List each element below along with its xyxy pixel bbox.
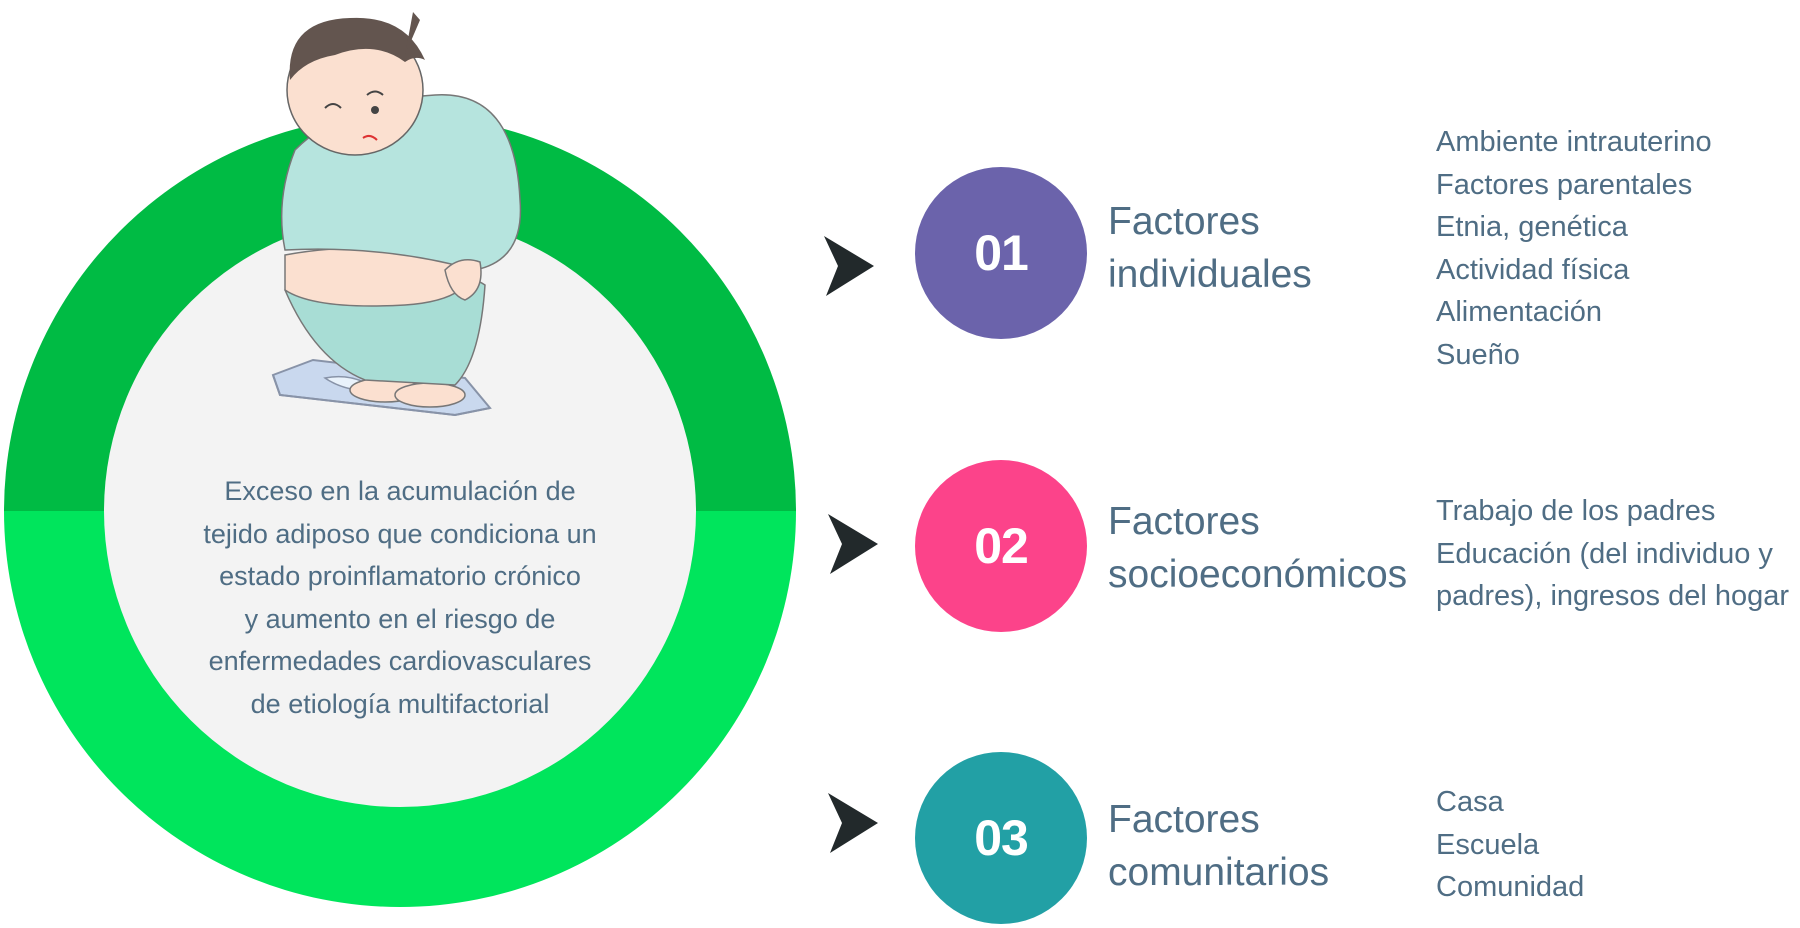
factor-number-badge: 02 bbox=[915, 460, 1087, 632]
factor-title-line: socioeconómicos bbox=[1108, 553, 1408, 596]
arrow-right-icon bbox=[828, 793, 878, 853]
factor-title-line: comunitarios bbox=[1108, 851, 1330, 894]
list-item: Actividad física bbox=[1436, 253, 1630, 286]
list-item: padres), ingresos del hogar bbox=[1436, 580, 1790, 612]
factor-title-line: individuales bbox=[1108, 253, 1312, 296]
list-item: Comunidad bbox=[1436, 871, 1585, 903]
list-item: Ambiente intrauterino bbox=[1436, 126, 1712, 158]
factor-number-badge: 03 bbox=[915, 752, 1087, 924]
factor-title: Factores socioeconómicos bbox=[1108, 495, 1407, 601]
definition-line: de etiología multifactorial bbox=[250, 688, 550, 719]
arrow-right-icon bbox=[828, 514, 878, 574]
definition-line: y aumento en el riesgo de bbox=[244, 603, 556, 634]
factor-items-list: Trabajo de los padres Educación (del ind… bbox=[1436, 490, 1789, 618]
factor-items-list: Casa Escuela Comunidad bbox=[1436, 781, 1584, 909]
definition-line: Exceso en la acumulación de bbox=[224, 476, 576, 506]
definition-line: tejido adiposo que condiciona un bbox=[203, 518, 597, 549]
arrow-right-icon bbox=[824, 236, 874, 296]
factor-items-list: Ambiente intrauterino Factores parentale… bbox=[1436, 121, 1712, 376]
list-item: Etnia, genética bbox=[1436, 211, 1628, 243]
list-item: Sueño bbox=[1436, 338, 1520, 371]
list-item: Alimentación bbox=[1436, 296, 1603, 328]
factor-number-badge: 01 bbox=[915, 167, 1087, 339]
factor-title: Factores comunitarios bbox=[1108, 793, 1329, 899]
definition-line: enfermedades cardiovasculares bbox=[208, 646, 592, 676]
list-item: Escuela bbox=[1436, 828, 1540, 861]
definition-line: estado proinflamatorio crónico bbox=[219, 561, 581, 591]
definition-text: Exceso en la acumulación de tejido adipo… bbox=[150, 470, 650, 725]
factor-title-line: Factores bbox=[1108, 500, 1260, 543]
child-on-scale-illustration bbox=[271, 12, 522, 417]
list-item: Factores parentales bbox=[1436, 168, 1693, 201]
list-item: Casa bbox=[1436, 786, 1504, 818]
list-item: Trabajo de los padres bbox=[1436, 495, 1716, 527]
factor-title: Factores individuales bbox=[1108, 195, 1312, 301]
list-item: Educación (del individuo y bbox=[1436, 537, 1773, 570]
factor-title-line: Factores bbox=[1108, 798, 1260, 841]
factor-title-line: Factores bbox=[1108, 200, 1260, 243]
